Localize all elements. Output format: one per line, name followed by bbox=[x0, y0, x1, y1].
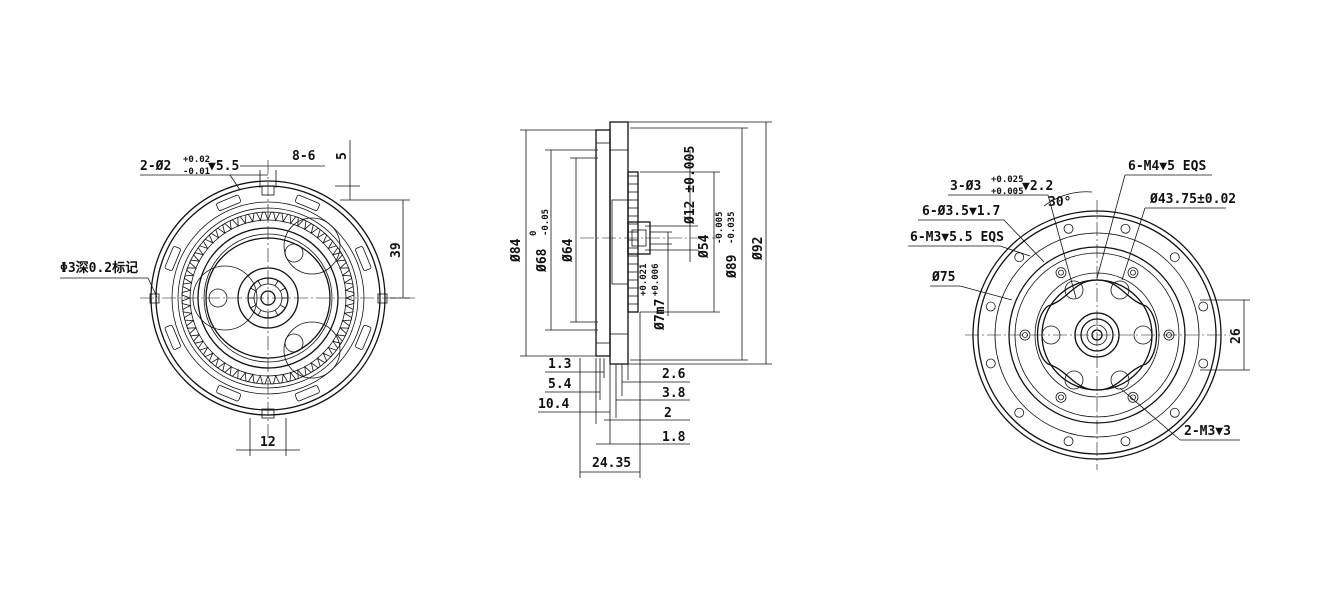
side-w3: 10.4 bbox=[538, 397, 569, 412]
right-h3: Ø43.75±0.02 bbox=[1149, 192, 1236, 207]
side-d92: Ø92 bbox=[751, 237, 766, 261]
right-h1-depth: ▼2.2 bbox=[1022, 179, 1053, 194]
side-w8: 24.35 bbox=[592, 456, 631, 471]
right-view: 3-Ø3 +0.025 +0.005 ▼2.2 30° 6-M4▼5 EQS Ø… bbox=[908, 159, 1250, 470]
left-view: 8-6 2-Ø2 +0.02 -0.01 ▼5.5 5 39 Φ3深0.2标记 … bbox=[60, 140, 415, 456]
right-h5: 6-M3▼5.5 EQS bbox=[910, 230, 1004, 245]
side-w1: 1.3 bbox=[548, 357, 571, 372]
right-h1: 3-Ø3 bbox=[950, 179, 981, 194]
side-d54: Ø54 bbox=[697, 234, 712, 259]
right-angle: 30° bbox=[1048, 195, 1071, 210]
side-w7: 1.8 bbox=[662, 430, 686, 445]
hole-tol-upper: +0.02 bbox=[183, 155, 210, 165]
hole-depth: ▼5.5 bbox=[208, 159, 239, 174]
right-h2: 6-M4▼5 EQS bbox=[1128, 159, 1206, 174]
right-h7: 2-M3▼3 bbox=[1184, 424, 1231, 439]
side-d7-tol-lower: +0.006 bbox=[651, 263, 661, 296]
mark-note: Φ3深0.2标记 bbox=[60, 260, 138, 276]
side-w6: 2 bbox=[664, 406, 672, 421]
side-d89: Ø89 bbox=[725, 255, 740, 279]
dim-5: 5 bbox=[335, 152, 350, 160]
right-h4: 6-Ø3.5▼1.7 bbox=[922, 204, 1000, 219]
right-h1-tol-lower: +0.005 bbox=[991, 187, 1024, 197]
side-d12: Ø12 ±0.005 bbox=[683, 146, 698, 225]
side-d68-tol-upper: 0 bbox=[529, 231, 539, 236]
side-d89-tol-upper: -0.005 bbox=[715, 211, 725, 244]
side-w5: 3.8 bbox=[662, 386, 686, 401]
hole-tol-lower: -0.01 bbox=[183, 167, 210, 177]
side-view: Ø84 Ø68 0 -0.05 Ø64 Ø12 ±0.005 Ø54 Ø7m7 … bbox=[509, 121, 772, 478]
dim-39: 39 bbox=[389, 242, 404, 258]
side-d7-tol-upper: +0.021 bbox=[639, 263, 649, 296]
dim-12: 12 bbox=[260, 435, 276, 450]
right-h1-tol-upper: +0.025 bbox=[991, 175, 1024, 185]
side-w4: 2.6 bbox=[662, 367, 686, 382]
side-d7: Ø7m7 bbox=[653, 299, 668, 331]
right-h6: Ø75 bbox=[931, 270, 955, 285]
side-d84: Ø84 bbox=[509, 238, 524, 263]
dim-8-6: 8-6 bbox=[292, 149, 316, 164]
side-d68: Ø68 bbox=[535, 248, 550, 273]
right-dim-26: 26 bbox=[1229, 328, 1244, 344]
side-d68-tol-lower: -0.05 bbox=[541, 209, 551, 236]
side-d89-tol-lower: -0.035 bbox=[727, 211, 737, 244]
hole-spec-label: 2-Ø2 bbox=[140, 159, 171, 174]
side-w2: 5.4 bbox=[548, 377, 572, 392]
side-d64: Ø64 bbox=[561, 238, 576, 263]
